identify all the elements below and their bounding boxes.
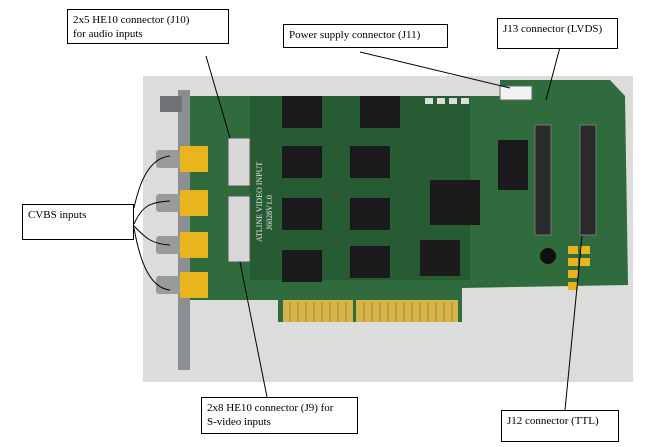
pci-edge-left xyxy=(283,300,353,322)
j12-ttl-connector xyxy=(579,124,597,236)
board-vendor-text: ATLINE VIDEO INPUT xyxy=(255,162,264,242)
pcb-shade xyxy=(250,96,470,280)
mounting-bracket xyxy=(178,90,190,370)
callout-lvds-connector: J13 connector (LVDS) xyxy=(497,18,618,49)
leds xyxy=(425,86,469,104)
callout-lines xyxy=(133,46,583,411)
chips xyxy=(282,96,528,282)
yellow-caps xyxy=(568,246,590,290)
callout-power-connector: Power supply connector (J11) xyxy=(283,24,448,48)
power-connector-j11 xyxy=(499,85,533,101)
callout-cvbs-inputs: CVBS inputs xyxy=(22,204,134,240)
board-model-text: J6028V1.0 xyxy=(265,195,274,230)
he10-j10-header xyxy=(227,137,251,187)
rca-jacks xyxy=(156,146,208,298)
callout-audio-connector: 2x5 HE10 connector (J10) for audio input… xyxy=(67,9,229,44)
pci-edge-pins xyxy=(289,302,453,322)
callout-svideo-connector: 2x8 HE10 connector (J9) for S-video inpu… xyxy=(201,397,358,434)
he10-j9-header xyxy=(227,195,251,263)
callout-ttl-connector: J12 connector (TTL) xyxy=(501,410,619,442)
battery xyxy=(540,248,556,264)
j13-lvds-connector xyxy=(534,124,552,236)
bracket-tab xyxy=(160,96,182,112)
pci-edge-right xyxy=(356,300,458,322)
